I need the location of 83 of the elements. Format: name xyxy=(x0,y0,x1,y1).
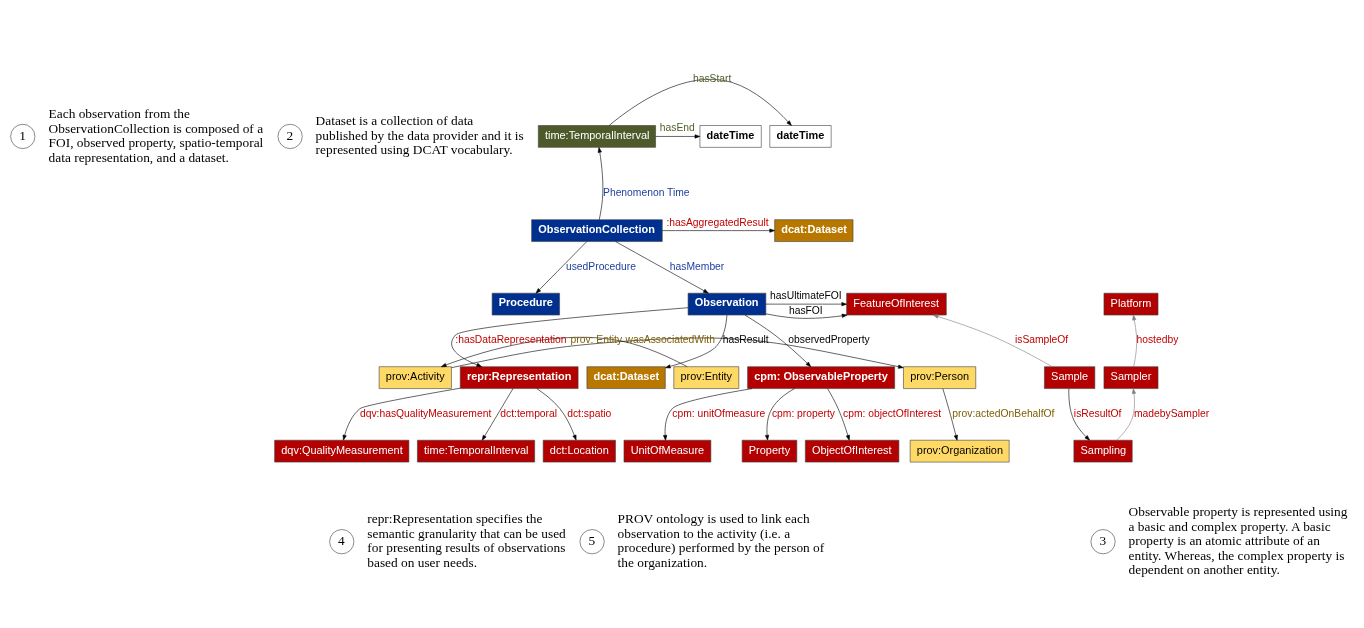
arrow xyxy=(615,241,709,294)
arrow xyxy=(932,314,1053,367)
edge-label: isResultOf xyxy=(1073,407,1122,419)
edge-label: prov: Entity xyxy=(570,334,623,346)
node-box: Observation xyxy=(687,292,767,316)
node-box: ObjectOfInterest xyxy=(805,439,900,463)
edge-label: cpm: unitOfmeasure xyxy=(672,407,766,419)
node-box: prov:Activity xyxy=(378,366,452,389)
edge-label: madebySampler xyxy=(1134,407,1210,419)
node-box: prov:Person xyxy=(903,366,977,389)
edge-label: Phenomenon Time xyxy=(603,187,690,199)
node-box: Platform xyxy=(1103,292,1159,316)
node-box: dqv:QualityMeasurement xyxy=(274,439,410,463)
arrow xyxy=(608,78,792,126)
arrow xyxy=(342,387,461,441)
node-box: Sample xyxy=(1044,366,1096,389)
arrow xyxy=(765,388,795,441)
node-box: repr:Representation xyxy=(459,366,579,389)
node-circle: 2 xyxy=(277,124,303,149)
arrow xyxy=(765,302,847,307)
node-box: Procedure xyxy=(491,292,560,316)
arrow xyxy=(655,134,701,139)
node-circle: 5 xyxy=(579,529,605,555)
node-box: time:TemporalInterval xyxy=(538,125,656,148)
node-box: dcat:Dataset xyxy=(774,219,854,242)
arrow xyxy=(451,337,904,369)
edge-label: hasResult xyxy=(722,334,769,346)
edge-label: hasEnd xyxy=(659,122,695,134)
node-box: dcat:Dataset xyxy=(586,366,666,389)
arrow xyxy=(536,388,577,441)
arrow xyxy=(535,241,588,294)
node-box: Property xyxy=(741,439,798,463)
arrow xyxy=(663,388,753,441)
node-box: time:TemporalInterval xyxy=(417,439,535,463)
node-box: ObservationCollection xyxy=(531,219,663,242)
node-label: Dataset is a collection of data published by the data provider and it is represented using DCAT vocabulary. xyxy=(315,113,524,158)
arrow xyxy=(1116,388,1136,441)
node-circle: 1 xyxy=(10,124,36,149)
node-label: PROV ontology is used to link each observation to the activity (i.e. a procedure) performed by the person of the organization. xyxy=(617,511,825,570)
arrow xyxy=(765,313,848,319)
edge-label: hostedby xyxy=(1136,334,1179,346)
node-box: prov:Organization xyxy=(909,439,1010,463)
edge-label: dct:temporal xyxy=(500,407,558,419)
arrow xyxy=(441,337,688,367)
node-circle: 4 xyxy=(329,529,355,555)
node-box: UnitOfMeasure xyxy=(623,439,712,463)
edge-label: cpm: property xyxy=(771,407,835,419)
node-box: prov:Entity xyxy=(673,366,740,389)
node-label: Each observation from the ObservationCollection is composed of a FOI, observed property, spatio-temporal data representation, and a dataset. xyxy=(48,105,264,165)
node-label: repr:Representation specifies the semantic granularity that can be used for presenting results of observations based on user needs. xyxy=(367,511,566,570)
edge-label: hasStart xyxy=(692,72,732,84)
node-box: dateTime xyxy=(699,125,762,148)
edge-label: :hasDataRepresentation xyxy=(455,334,567,346)
arrow xyxy=(1068,388,1090,441)
edge-label: cpm: objectOfInterest xyxy=(843,407,942,419)
edge-label: hasUltimateFOI xyxy=(770,290,842,302)
edge-label: dct:spatio xyxy=(567,407,612,419)
edge-label: hasMember xyxy=(669,260,725,272)
arrow xyxy=(481,388,514,441)
node-box: Sampler xyxy=(1103,366,1159,389)
node-box: Sampling xyxy=(1073,439,1133,463)
node-box: cpm: ObservableProperty xyxy=(747,366,895,389)
edge-label: observedProperty xyxy=(788,334,870,346)
edge-label: isSampleOf xyxy=(1014,334,1069,346)
node-label: Observable property is represented using a basic and complex property. A basic property is an atomic attribute of an entity. Whereas, the complex property is dependent on another entity. xyxy=(1128,503,1348,578)
edge-label: dqv:hasQualityMeasurement xyxy=(359,407,492,419)
node-circle: 3 xyxy=(1090,529,1116,555)
node-box: dateTime xyxy=(769,125,832,148)
arrow xyxy=(827,388,850,441)
edge-label: prov:actedOnBehalfOf xyxy=(952,407,1055,419)
arrow xyxy=(451,307,689,367)
edge-label: hasFOI xyxy=(788,305,823,317)
arrow xyxy=(662,228,775,233)
arrow xyxy=(744,314,812,367)
arrow xyxy=(665,314,728,369)
arrow xyxy=(942,388,958,441)
arrow xyxy=(1132,314,1137,367)
edge-label: :hasAggregatedResult xyxy=(666,216,769,228)
edge-label: usedProcedure xyxy=(565,260,636,272)
arrow xyxy=(597,147,604,220)
node-box: FeatureOfInterest xyxy=(846,292,947,316)
node-box: dct:Location xyxy=(542,439,616,463)
edge-label: wasAssociatedWith xyxy=(625,334,715,346)
